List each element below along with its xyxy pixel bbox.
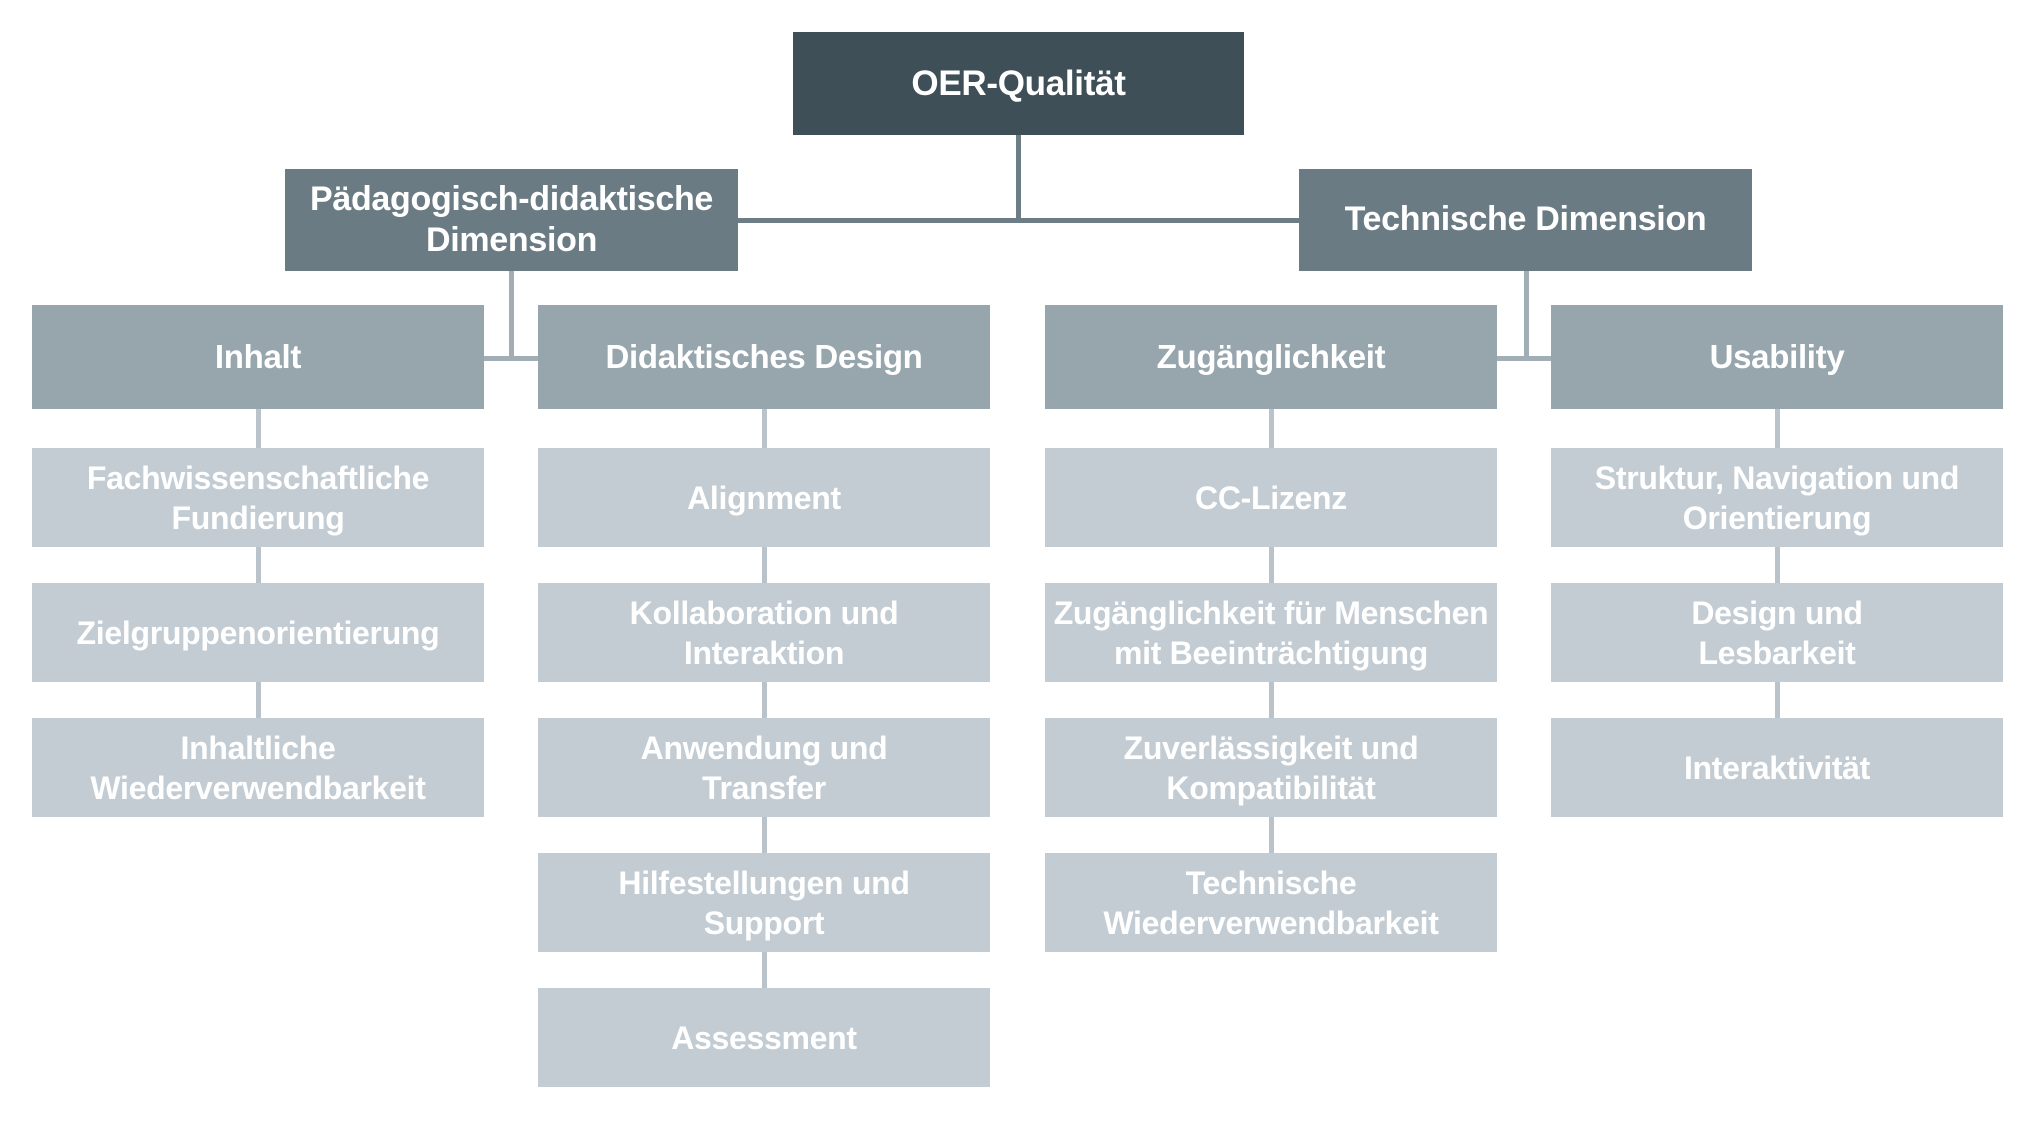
node-criterion-alignment: Alignment [538, 448, 990, 547]
connector-col1-seg2 [256, 547, 261, 583]
connector-col3-seg4 [1269, 817, 1274, 853]
connector-root-vertical [1016, 135, 1021, 223]
node-criterion-zugaenglichkeit-fuer-menschen: Zugänglichkeit für Menschen mit Beeinträ… [1045, 583, 1497, 682]
node-criterion-anwendung-und-transfer: Anwendung und Transfer [538, 718, 990, 817]
node-category-didaktisches-design: Didaktisches Design [538, 305, 990, 409]
connector-col4-seg2 [1775, 547, 1780, 583]
node-category-inhalt: Inhalt [32, 305, 484, 409]
node-criterion-design-und-lesbarkeit: Design und Lesbarkeit [1551, 583, 2003, 682]
node-criterion-interaktivitaet: Interaktivität [1551, 718, 2003, 817]
node-criterion-kollaboration-und-interaktion: Kollaboration und Interaktion [538, 583, 990, 682]
node-root-oer-qualitaet: OER-Qualität [793, 32, 1244, 135]
node-criterion-struktur-navigation-orientierung: Struktur, Navigation und Orientierung [1551, 448, 2003, 547]
connector-root-to-dimensions [737, 218, 1299, 223]
connector-col2-seg5 [762, 952, 767, 988]
node-dimension-paedagogisch-didaktisch: Pädagogisch-didaktische Dimension [285, 169, 738, 271]
node-dimension-technisch: Technische Dimension [1299, 169, 1752, 271]
connector-col1-seg1 [256, 409, 261, 448]
node-criterion-hilfestellungen-und-support: Hilfestellungen und Support [538, 853, 990, 952]
node-criterion-technische-wiederverwendbarkeit: Technische Wiederverwendbarkeit [1045, 853, 1497, 952]
node-criterion-zuverlaessigkeit-und-kompatibilitaet: Zuverlässigkeit und Kompatibilität [1045, 718, 1497, 817]
connector-col3-seg2 [1269, 547, 1274, 583]
node-criterion-assessment: Assessment [538, 988, 990, 1087]
node-criterion-cc-lizenz: CC-Lizenz [1045, 448, 1497, 547]
connector-col2-seg1 [762, 409, 767, 448]
connector-col1-seg3 [256, 682, 261, 718]
node-criterion-zielgruppenorientierung: Zielgruppenorientierung [32, 583, 484, 682]
connector-col4-seg3 [1775, 682, 1780, 718]
connector-dimension1-vertical [509, 271, 514, 359]
connector-dimension1-to-categories [484, 356, 538, 361]
connector-dimension2-vertical [1524, 271, 1529, 359]
connector-dimension2-to-categories [1497, 356, 1551, 361]
node-criterion-fachwissenschaftliche-fundierung: Fachwissenschaftliche Fundierung [32, 448, 484, 547]
node-category-zugaenglichkeit: Zugänglichkeit [1045, 305, 1497, 409]
connector-col2-seg3 [762, 682, 767, 718]
node-criterion-inhaltliche-wiederverwendbarkeit: Inhaltliche Wiederverwendbarkeit [32, 718, 484, 817]
connector-col3-seg3 [1269, 682, 1274, 718]
connector-col3-seg1 [1269, 409, 1274, 448]
connector-col2-seg4 [762, 817, 767, 853]
node-category-usability: Usability [1551, 305, 2003, 409]
connector-col2-seg2 [762, 547, 767, 583]
connector-col4-seg1 [1775, 409, 1780, 448]
